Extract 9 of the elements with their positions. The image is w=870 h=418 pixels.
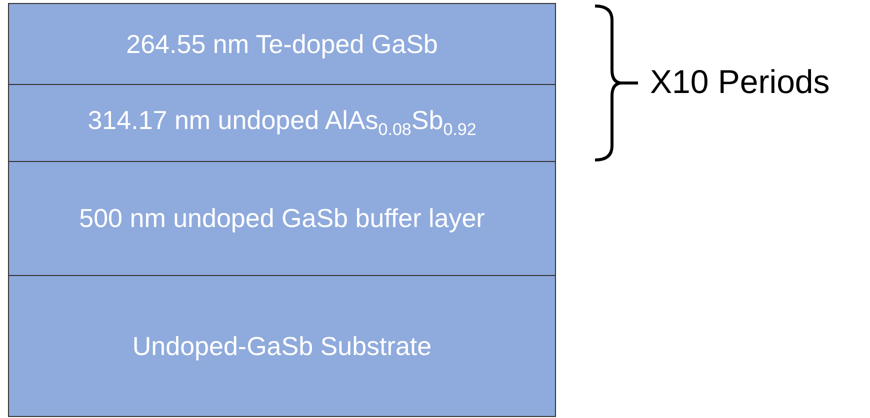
layer — [8, 161, 556, 276]
layer-label: 264.55 nm Te-doped GaSb — [126, 29, 438, 60]
layer — [8, 3, 556, 86]
layer-label: Undoped-GaSb Substrate — [132, 330, 432, 362]
substrate-layer — [8, 275, 556, 417]
period-label: X10 Periods — [650, 63, 830, 101]
layer-label: 500 nm undoped GaSb buffer layer — [79, 203, 485, 234]
layer — [8, 84, 556, 162]
layer-label: 314.17 nm undoped AlAs$_{0.08}$Sb$_{0.92}$ — [88, 105, 476, 141]
